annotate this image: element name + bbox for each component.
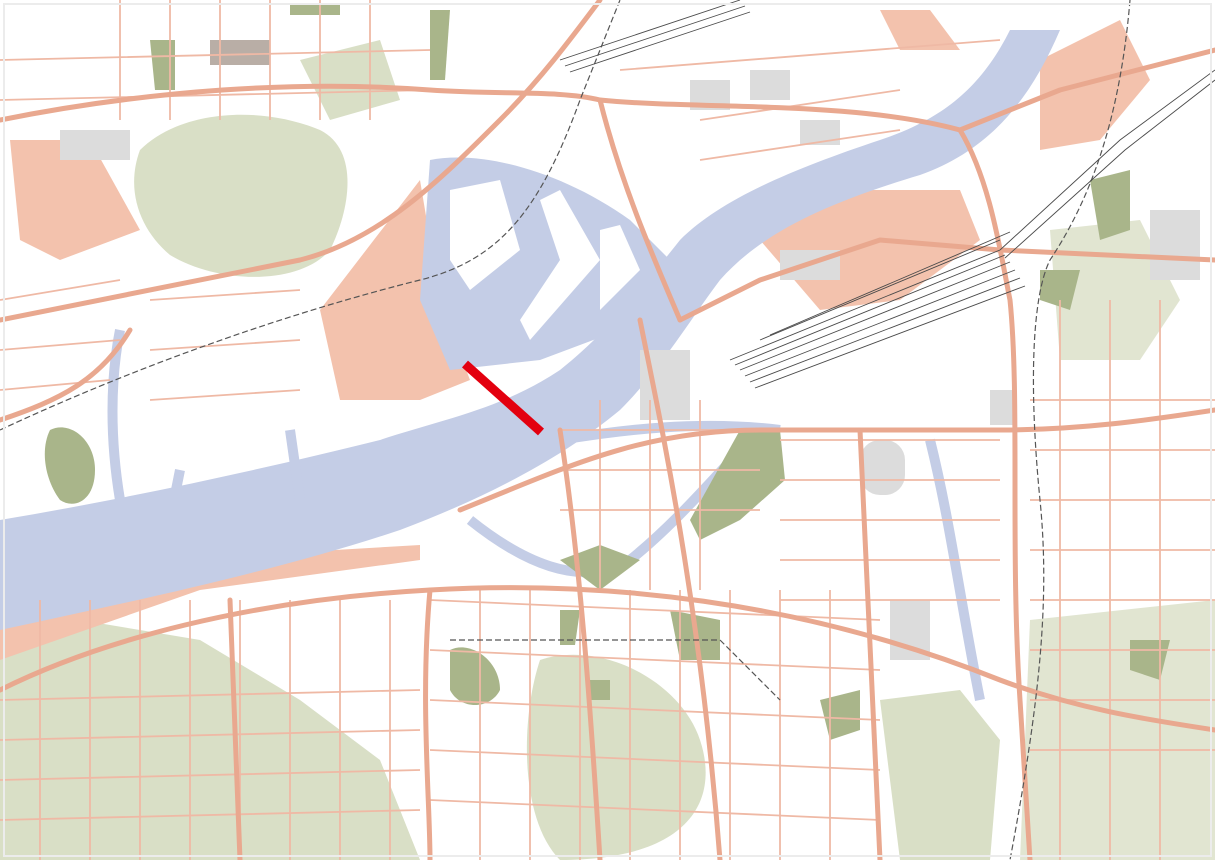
river-gota bbox=[0, 30, 1060, 630]
green-areas bbox=[0, 40, 1215, 860]
map-frame bbox=[3, 3, 1212, 857]
rail-yard bbox=[559, 0, 1215, 389]
highlighted-bridge-line bbox=[461, 360, 545, 436]
